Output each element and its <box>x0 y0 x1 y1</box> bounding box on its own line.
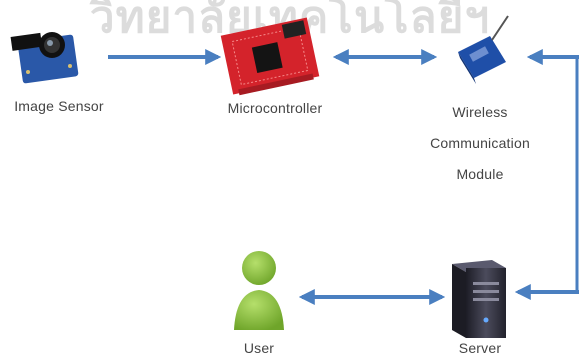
wireless-label-line2: Communication <box>430 135 530 151</box>
xbee-module-icon <box>458 15 509 84</box>
user-label: User <box>243 340 275 356</box>
server-tower-icon <box>452 260 506 338</box>
microcontroller-label: Microcontroller <box>227 100 323 116</box>
wireless-label-line1: Wireless <box>452 104 508 120</box>
image-sensor-label: Image Sensor <box>14 98 104 114</box>
user-silhouette-icon <box>234 251 284 330</box>
wireless-label-line3: Module <box>456 166 504 182</box>
connector-wireless-server <box>514 49 579 300</box>
server-label: Server <box>458 340 502 356</box>
camera-module-icon <box>10 32 79 84</box>
microcontroller-board-icon <box>220 17 320 96</box>
